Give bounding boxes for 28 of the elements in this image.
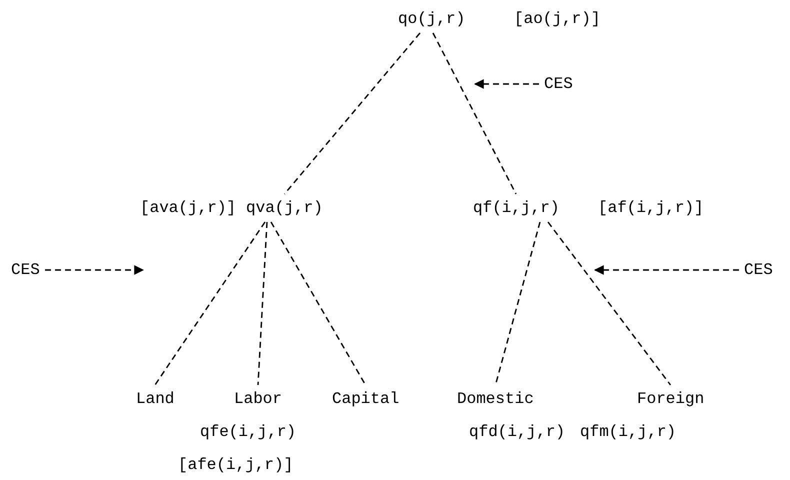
- node-label: CES: [543, 74, 574, 94]
- node-label: qf(i,j,r): [472, 198, 560, 218]
- branch-line: [154, 222, 266, 386]
- branch-line: [494, 222, 541, 386]
- node-label: Domestic: [456, 389, 535, 409]
- node-label: Foreign: [636, 389, 706, 409]
- parameter-label: qfm(i,j,r): [580, 422, 676, 442]
- branch-line: [284, 32, 421, 194]
- annotation-label: [afe(i,j,r)]: [178, 455, 294, 475]
- node-label: CES: [743, 260, 774, 280]
- branch-line: [432, 32, 517, 194]
- node-label: Land: [135, 389, 176, 409]
- pointer-arrow: [474, 79, 539, 89]
- pointer-arrow: [45, 265, 144, 275]
- parameter-label: [af(i,j,r)]: [598, 198, 704, 218]
- node-label: Capital: [331, 389, 400, 409]
- branch-line: [257, 222, 268, 386]
- parameter-label: [ao(j,r)]: [514, 9, 600, 29]
- parameter-label: [ava(j,r)]: [140, 198, 236, 218]
- node-label: qo(j,r): [397, 9, 466, 29]
- node-label: CES: [10, 260, 41, 280]
- parameter-label: qfd(i,j,r): [469, 422, 566, 442]
- quantity-label: qfe(i,j,r): [200, 422, 296, 442]
- pointer-arrow: [594, 265, 739, 275]
- node-label: Labor: [233, 389, 284, 409]
- branch-line: [547, 222, 672, 386]
- branch-line: [270, 222, 366, 386]
- node-label: qva(j,r): [245, 198, 324, 218]
